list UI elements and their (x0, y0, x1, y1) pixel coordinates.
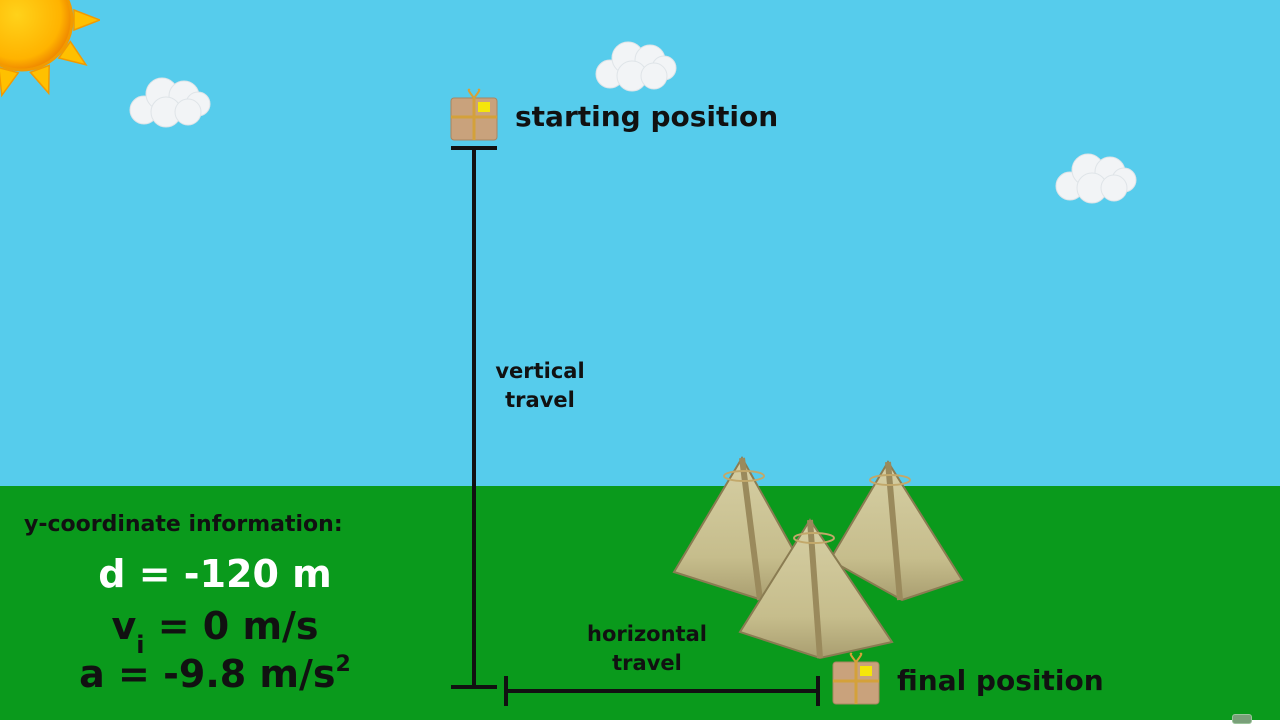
horizontal-travel-line (504, 689, 820, 693)
equals-sign: = (125, 552, 184, 596)
package-icon (832, 652, 880, 705)
cloud-icon (1055, 153, 1137, 204)
vertical-travel-bottom-cap (451, 685, 497, 689)
acceleration-symbol: a (79, 652, 105, 696)
displacement-equation: d = -120 m (15, 552, 415, 596)
starting-position-label: starting position (515, 100, 779, 133)
ground (0, 486, 1280, 720)
equals-sign: = (104, 652, 164, 696)
vertical-travel-label-line1: vertical (495, 359, 585, 383)
equals-sign: = (144, 604, 203, 648)
vertical-travel-line (472, 148, 476, 688)
displacement-value: -120 m (183, 552, 332, 596)
cloud-icon (595, 41, 677, 92)
horizontal-travel-label-line1: horizontal (587, 622, 707, 646)
acceleration-superscript: 2 (335, 652, 351, 677)
horizontal-travel-right-cap (816, 676, 820, 706)
package-icon (450, 88, 498, 141)
scroll-handle[interactable] (1232, 714, 1252, 724)
vertical-travel-label-line2: travel (505, 388, 575, 412)
initial-velocity-value: 0 m/s (202, 604, 319, 648)
cloud-icon (129, 77, 211, 128)
tents-group (672, 455, 964, 660)
acceleration-equation: a = -9.8 m/s2 (15, 652, 415, 696)
horizontal-travel-label: horizontal travel (575, 620, 719, 678)
velocity-subscript: i (136, 631, 145, 659)
info-title: y-coordinate information: (24, 512, 343, 537)
acceleration-value: -9.8 m/s (163, 652, 336, 696)
horizontal-travel-label-line2: travel (612, 651, 682, 675)
vertical-travel-label: vertical travel (488, 357, 592, 415)
displacement-symbol: d (98, 552, 126, 596)
sun-icon (0, 0, 100, 98)
tent-icon (738, 518, 894, 660)
final-position-label: final position (897, 664, 1104, 697)
initial-velocity-equation: vi = 0 m/s (15, 604, 415, 659)
velocity-symbol: v (111, 604, 137, 648)
tent-icon (828, 460, 964, 602)
